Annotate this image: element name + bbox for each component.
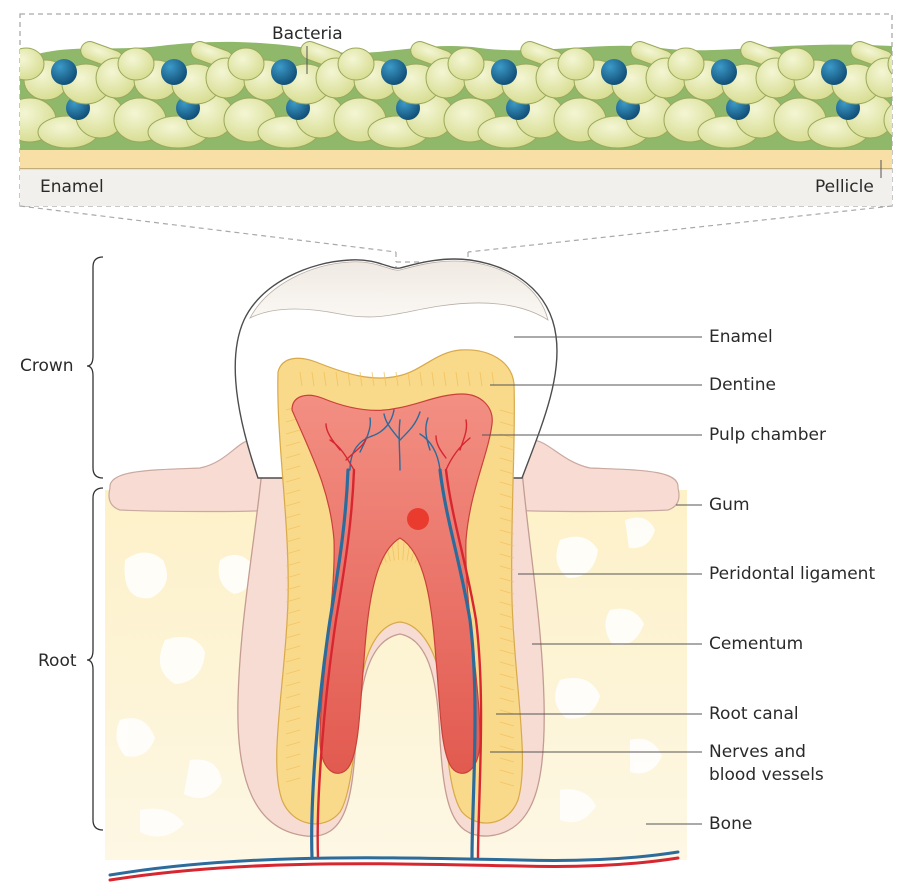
root-bracket [86,487,104,831]
enamel-label: Enamel [709,327,773,347]
periodontal-ligament-label: Peridontal ligament [709,564,876,584]
cementum-label: Cementum [709,634,804,654]
root-canal-label: Root canal [709,704,799,724]
crown-label: Crown [20,356,74,376]
gum-label: Gum [709,495,750,515]
nerves-label-line1: Nerves and [709,742,806,762]
pulp-chamber-label: Pulp chamber [709,425,826,445]
bacteria-label: Bacteria [272,24,343,44]
nerves-and-blood-vessels [310,409,483,860]
bone-label: Bone [709,814,753,834]
pulp-nodule [407,508,429,530]
plaque-inset [19,13,893,207]
nerves-label-line2: blood vessels [709,765,824,785]
root-label: Root [38,651,77,671]
enamel-top-wear [249,260,549,321]
inset-enamel-label: Enamel [40,177,104,197]
gum [108,439,680,513]
pellicle-label: Pellicle [815,177,874,197]
bacteria-cluster [20,41,892,149]
dentine-label: Dentine [709,375,776,395]
tooth [234,258,558,860]
leader-lines [482,336,702,825]
crown-bracket [86,256,104,479]
inset-enamel-layer [20,168,892,206]
bottom-vessels [108,850,680,882]
